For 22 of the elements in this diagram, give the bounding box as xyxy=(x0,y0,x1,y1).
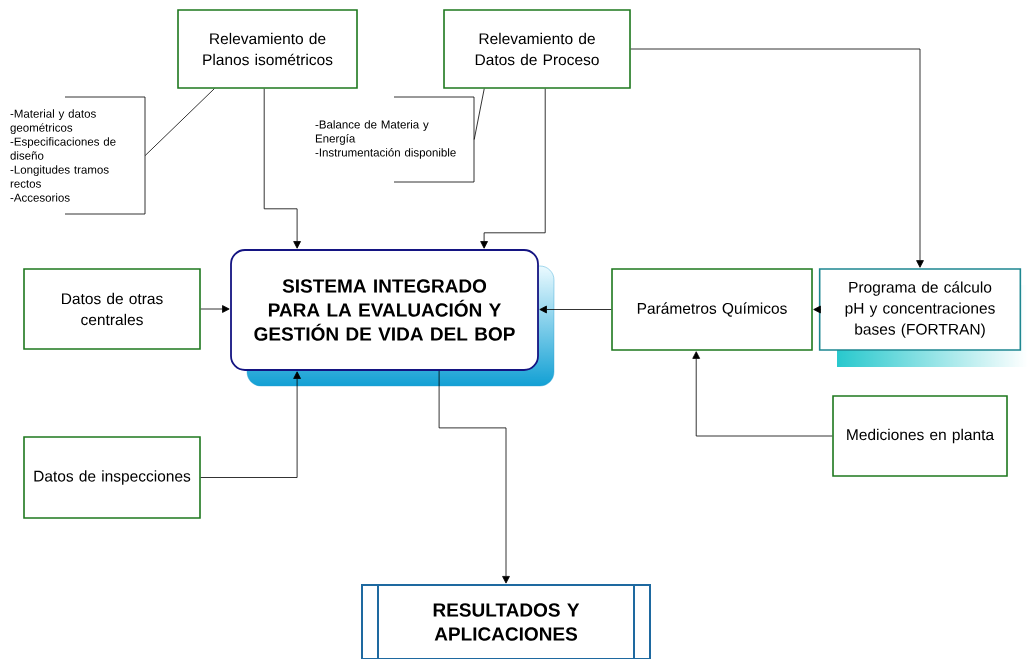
arrow xyxy=(630,48,924,268)
process-box: Relevamiento de Planos isométricos xyxy=(177,9,358,89)
process-box: Datos de inspecciones xyxy=(23,436,201,519)
arrow xyxy=(692,351,833,437)
arrow xyxy=(539,305,612,314)
program-box: Programa de cálculo pH y concentraciones bases (FORTRAN) xyxy=(818,268,1022,351)
leader-line xyxy=(473,88,485,140)
bracket-note: -Material y datos geométricos -Especificaciones de diseño -Longitudes tramos rectos -Accesorios xyxy=(10,96,146,215)
process-box: Relevamiento de Datos de Proceso xyxy=(443,9,631,89)
arrow xyxy=(813,305,821,314)
system-box: SISTEMA INTEGRADO PARA LA EVALUACIÓN Y GESTIÓN DE VIDA DEL BOP xyxy=(230,249,555,387)
result-box: RESULTADOS Y APLICACIONES xyxy=(361,584,651,659)
arrow xyxy=(438,370,510,584)
arrow xyxy=(263,88,301,249)
leader-line xyxy=(144,88,215,156)
arrow xyxy=(480,88,546,249)
arrow xyxy=(200,305,230,313)
bracket-note: -Balance de Materia y Energía -Instrumentación disponible xyxy=(315,96,475,183)
process-box: Parámetros Químicos xyxy=(611,268,813,351)
arrow xyxy=(200,371,301,478)
process-box: Mediciones en planta xyxy=(832,395,1008,477)
process-box: Datos de otras centrales xyxy=(23,268,201,350)
